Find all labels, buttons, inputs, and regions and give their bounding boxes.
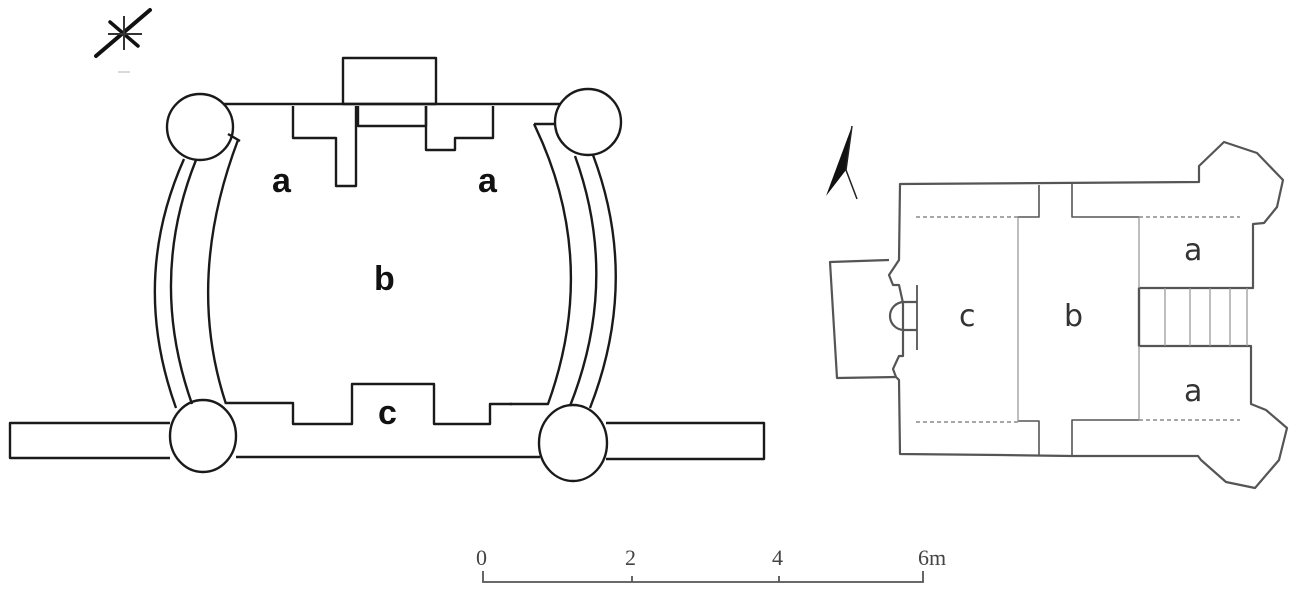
apse [888,300,917,332]
tower-top-right [553,87,623,157]
staircase [1137,288,1248,346]
label-room-b: b [1064,299,1083,334]
scale-tick-4: 4 [772,545,783,570]
pier-top-right [1071,184,1139,218]
tower-bottom-right [537,403,609,483]
inner-passage [356,106,428,128]
scale-bar: 0 2 4 6m [476,545,946,583]
top-entrance-block [341,56,438,106]
left-wall-mid [169,159,198,405]
right-wall-outer [588,154,617,409]
pier-bottom-left [1018,420,1040,455]
outer-wall [887,140,1289,490]
label-room-a-left: a [272,162,292,200]
label-room-a-right: a [478,162,498,200]
label-room-a-bottom: a [1184,374,1202,409]
left-wall-joint [227,132,241,143]
bottom-bar-right [606,421,766,461]
pier-bottom-right [1071,419,1139,455]
scale-tick-2: 2 [625,545,636,570]
west-annex [828,258,897,380]
left-wall-inner [206,139,240,405]
pier-top-left [1018,185,1040,218]
compass-star-icon [94,8,152,73]
label-room-a-top: a [1184,233,1202,268]
north-arrow-icon [826,125,858,200]
right-floor-plan: a a b c [826,125,1289,490]
tower-bottom-left [168,398,238,474]
label-room-c: c [959,299,976,334]
left-floor-plan: a a b c [8,8,766,483]
inner-niche-right [424,106,495,152]
tower-top-left [165,92,235,162]
bottom-stepped-wall [226,382,512,426]
scale-tick-0: 0 [476,545,487,570]
left-wall-outer [153,158,186,409]
inner-niche-left [291,106,358,188]
right-wall-inner [510,123,573,406]
label-room-c: c [378,394,397,432]
scale-tick-6m: 6m [918,545,946,570]
label-room-b: b [374,260,395,298]
bottom-bar-left [8,421,170,460]
right-wall-mid [568,155,598,407]
